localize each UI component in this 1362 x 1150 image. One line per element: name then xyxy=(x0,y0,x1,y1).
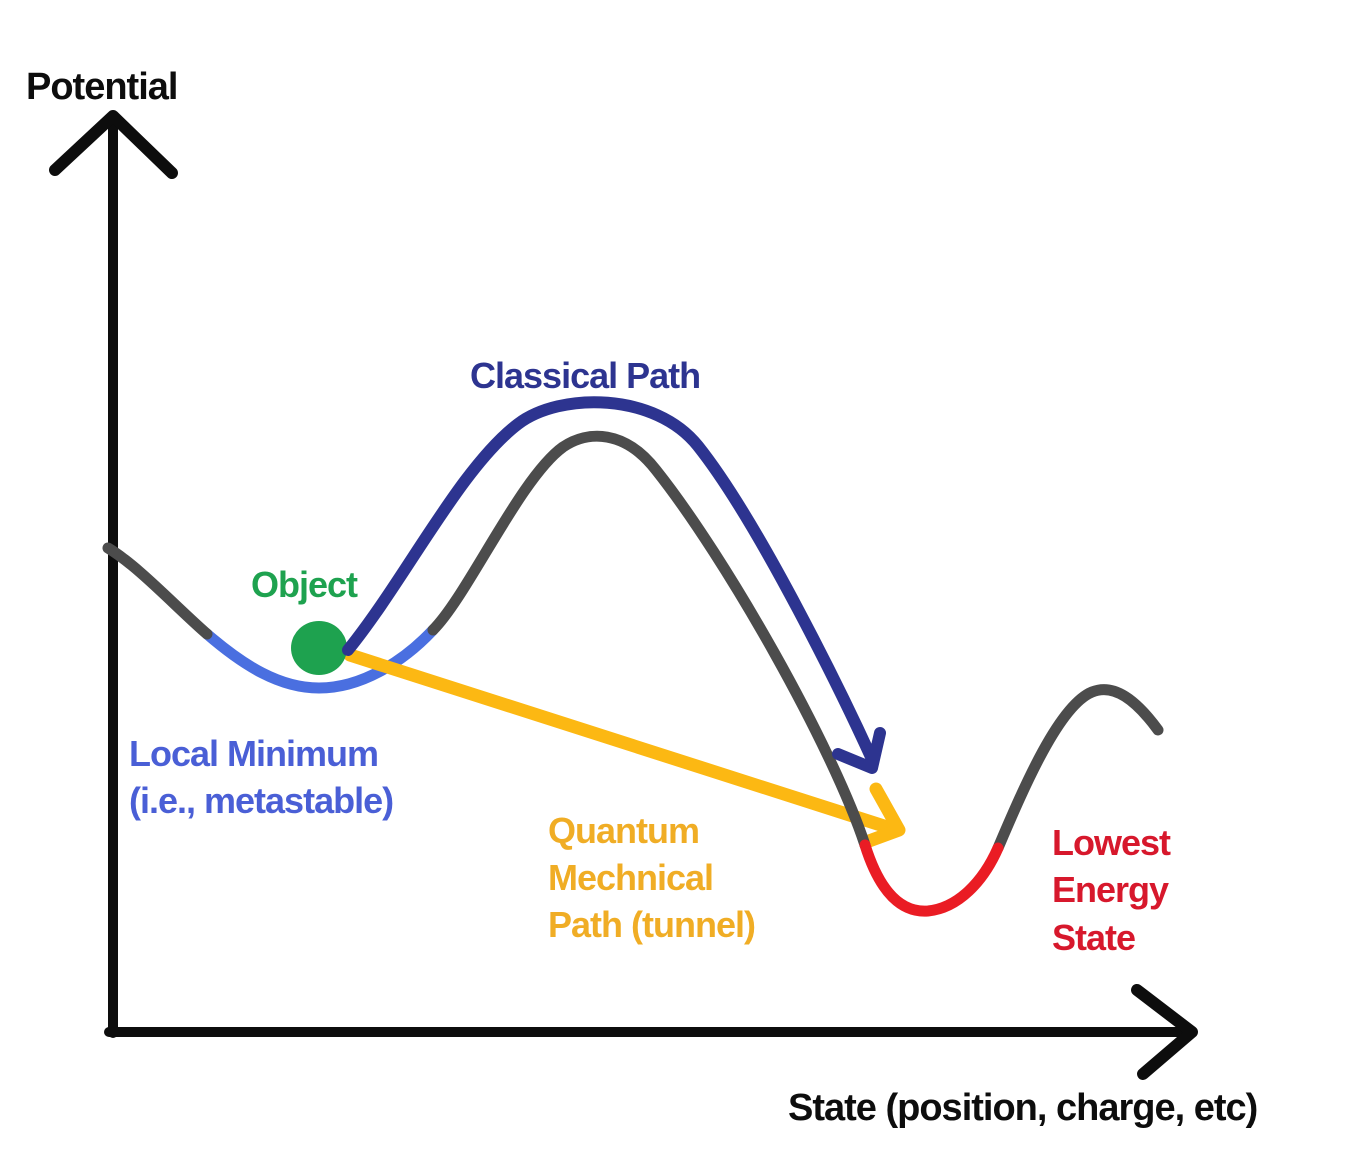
lowest-energy-label-line2: Energy xyxy=(1052,869,1169,910)
local-minimum-label: Local Minimum (i.e., metastable) xyxy=(129,733,394,821)
lowest-energy-label: Lowest Energy State xyxy=(1052,822,1172,958)
local-minimum-label-line1: Local Minimum xyxy=(129,733,378,774)
classical-path-arrow xyxy=(342,396,886,774)
curve-right-hill xyxy=(992,684,1164,854)
lowest-energy-label-line1: Lowest xyxy=(1052,822,1171,863)
quantum-path-label-line2: Mechnical xyxy=(548,857,713,898)
local-minimum-label-line2: (i.e., metastable) xyxy=(129,780,393,821)
lowest-energy-label-line3: State xyxy=(1052,917,1135,958)
classical-path-arrowhead xyxy=(832,727,886,774)
object-dot xyxy=(291,621,347,675)
curve-local-minimum-segment xyxy=(201,624,439,694)
y-axis-label: Potential xyxy=(26,66,177,108)
curve-left-slope xyxy=(102,542,213,640)
classical-path-curve xyxy=(342,396,877,763)
x-axis-arrowhead xyxy=(1131,984,1198,1080)
potential-curve-gray xyxy=(102,430,1164,854)
object-label: Object xyxy=(251,564,358,605)
quantum-path-label-line3: Path (tunnel) xyxy=(548,904,755,945)
y-axis xyxy=(49,110,178,1038)
y-axis-arrowhead xyxy=(49,110,178,179)
x-axis-label: State (position, charge, etc) xyxy=(788,1087,1257,1129)
quantum-tunnel-arrow xyxy=(343,648,906,848)
quantum-path-label-line1: Quantum xyxy=(548,810,699,851)
quantum-path-label: Quantum Mechnical Path (tunnel) xyxy=(548,810,756,945)
classical-path-label: Classical Path xyxy=(470,355,700,396)
quantum-tunnel-arrow-shaft xyxy=(343,648,894,834)
quantum-tunnel-arrowhead xyxy=(862,782,906,848)
x-axis xyxy=(104,984,1198,1080)
curve-barrier xyxy=(427,430,871,851)
curve-lowest-energy-segment xyxy=(859,839,1004,917)
